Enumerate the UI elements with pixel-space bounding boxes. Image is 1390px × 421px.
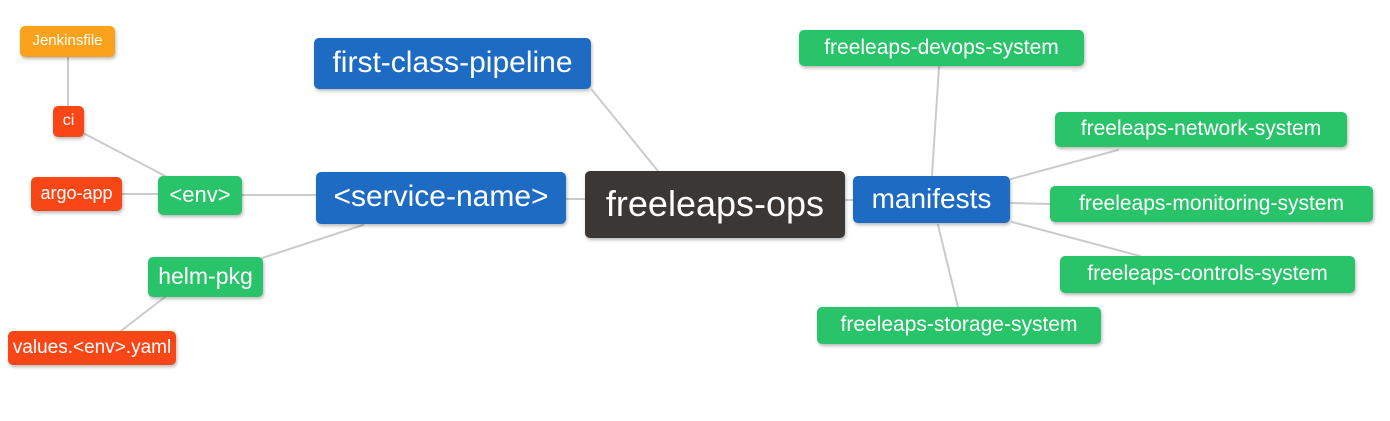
node-label-manifests: manifests — [871, 182, 992, 214]
node-label-ci: ci — [62, 111, 75, 129]
node-ci[interactable]: ci — [53, 106, 84, 137]
node-label-freeleaps-ops: freeleaps-ops — [605, 182, 825, 224]
node-label-first-class-pipeline: first-class-pipeline — [332, 45, 573, 79]
node-jenkinsfile[interactable]: Jenkinsfile — [20, 26, 115, 57]
edge-values-env-yaml-helm-pkg — [116, 296, 166, 335]
node-freeleaps-devops-system[interactable]: freeleaps-devops-system — [799, 30, 1084, 66]
node-helm-pkg[interactable]: helm-pkg — [148, 257, 263, 297]
node-label-freeleaps-network-system: freeleaps-network-system — [1080, 117, 1322, 140]
node-env[interactable]: <env> — [158, 176, 242, 215]
edge-ci-env — [84, 133, 168, 178]
node-label-values-env-yaml: values.<env>.yaml — [12, 336, 172, 358]
edge-manifests-freeleaps-devops-system — [931, 66, 940, 176]
node-label-service-name: <service-name> — [333, 180, 549, 213]
node-freeleaps-monitoring-system[interactable]: freeleaps-monitoring-system — [1050, 186, 1373, 222]
edge-helm-pkg-service-name — [261, 224, 364, 259]
edge-manifests-freeleaps-controls-system — [1011, 221, 1141, 257]
node-freeleaps-controls-system[interactable]: freeleaps-controls-system — [1060, 256, 1355, 293]
node-argo-app[interactable]: argo-app — [31, 177, 122, 211]
node-service-name[interactable]: <service-name> — [316, 172, 566, 224]
edge-manifests-freeleaps-storage-system — [937, 224, 959, 308]
edge-manifests-freeleaps-network-system — [1010, 149, 1119, 180]
edge-first-class-pipeline-freeleaps-ops — [591, 89, 659, 172]
node-label-freeleaps-controls-system: freeleaps-controls-system — [1087, 262, 1328, 285]
edge-manifests-freeleaps-monitoring-system — [1010, 202, 1051, 205]
node-label-freeleaps-monitoring-system: freeleaps-monitoring-system — [1079, 191, 1344, 215]
node-freeleaps-ops[interactable]: freeleaps-ops — [585, 171, 845, 238]
node-label-freeleaps-storage-system: freeleaps-storage-system — [840, 313, 1078, 336]
node-label-helm-pkg: helm-pkg — [158, 262, 253, 289]
node-freeleaps-storage-system[interactable]: freeleaps-storage-system — [817, 307, 1101, 344]
node-label-argo-app: argo-app — [40, 183, 113, 203]
node-label-env: <env> — [169, 181, 231, 207]
node-values-env-yaml[interactable]: values.<env>.yaml — [8, 331, 176, 365]
node-manifests[interactable]: manifests — [853, 176, 1010, 223]
node-freeleaps-network-system[interactable]: freeleaps-network-system — [1055, 112, 1347, 147]
node-first-class-pipeline[interactable]: first-class-pipeline — [314, 38, 591, 89]
node-label-jenkinsfile: Jenkinsfile — [32, 32, 103, 49]
node-label-freeleaps-devops-system: freeleaps-devops-system — [824, 35, 1059, 59]
